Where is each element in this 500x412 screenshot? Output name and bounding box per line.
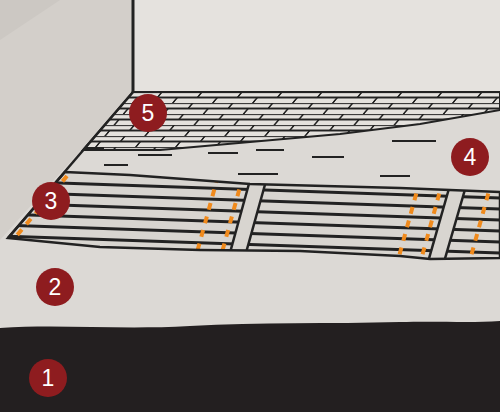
callout-number: 5 — [129, 94, 167, 132]
callout-number: 1 — [29, 359, 67, 397]
bedrock-layer — [0, 321, 500, 412]
seam-outline — [8, 172, 500, 259]
limestone-layer — [83, 92, 500, 150]
callout-number: 3 — [32, 182, 70, 220]
upper-surface — [133, 0, 500, 92]
block-slope-edge — [8, 92, 133, 238]
callout-number: 4 — [451, 138, 489, 176]
limestone-brick-pattern — [83, 92, 500, 150]
callout-number: 2 — [36, 268, 74, 306]
block-edge — [132, 0, 135, 93]
shale-dashes — [86, 141, 436, 176]
corner-shade — [0, 0, 60, 40]
